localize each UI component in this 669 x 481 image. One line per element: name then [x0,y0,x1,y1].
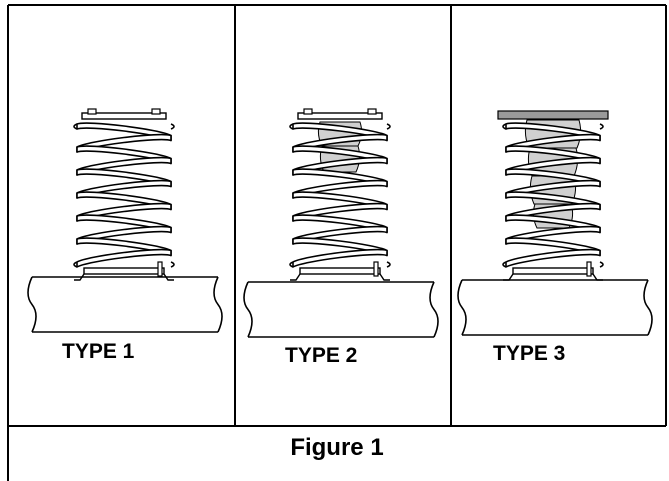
seat-bracket-post [373,261,379,277]
axle-tube [457,279,653,336]
coil-spring [73,122,175,268]
axle-break-left [457,279,467,336]
seat-flange [592,273,603,281]
panel-type-2: TYPE 2 [243,108,439,367]
seat-plate [512,267,594,275]
axle-break-left [243,281,253,338]
panel-type-1: TYPE 1 [27,108,223,363]
figure-frame [7,4,667,481]
axle-tube [27,276,223,333]
top-plate-solid [497,110,609,120]
spring-top-plate [497,110,609,120]
spring-coil-end [386,123,391,130]
spring-seat-bracket [74,261,174,281]
spring-top-plate [81,108,167,120]
seat-plate [83,267,165,275]
spring-coil-end [599,261,604,268]
axle-break-left [27,276,37,333]
coil-spring [502,122,604,268]
spring-coil-end [386,261,391,268]
top-plate-tab [367,108,377,115]
spring-coil-end [170,123,175,130]
figure-caption: Figure 1 [290,434,383,461]
spring-coil-end [170,261,175,268]
seat-flange [503,273,514,281]
seat-flange [74,273,85,281]
axle-break-right [213,276,223,333]
top-plate-tab [87,108,97,115]
spring-top-plate [297,108,383,120]
spring-coil-end [502,123,507,130]
coil-spring [289,122,391,268]
axle-break-right [643,279,653,336]
top-plate [297,112,383,120]
seat-bracket-post [157,261,163,277]
spring-coil-end [73,261,78,268]
panel-label: TYPE 3 [493,342,565,365]
seat-plate [299,267,381,275]
spring-coil-end [502,261,507,268]
seat-flange [290,273,301,281]
spring-seat-bracket [290,261,390,281]
spring-coil-turn [505,248,601,268]
spring-coil-end [73,123,78,130]
axle-break-right [429,281,439,338]
spring-coil-end [289,123,294,130]
panel-label: TYPE 2 [285,344,357,367]
seat-bracket-post [586,261,592,277]
spring-coil-turn [76,248,172,268]
spring-coil-end [289,261,294,268]
seat-flange [379,273,390,281]
seat-flange [163,273,174,281]
axle-tube [243,281,439,338]
top-plate-tab [303,108,313,115]
spring-seat-bracket [503,261,603,281]
panel-type-3: TYPE 3 [457,110,653,365]
spring-coil-end [599,123,604,130]
top-plate [81,112,167,120]
panel-label: TYPE 1 [62,340,135,363]
spring-coil-turn [292,248,388,268]
top-plate-tab [151,108,161,115]
